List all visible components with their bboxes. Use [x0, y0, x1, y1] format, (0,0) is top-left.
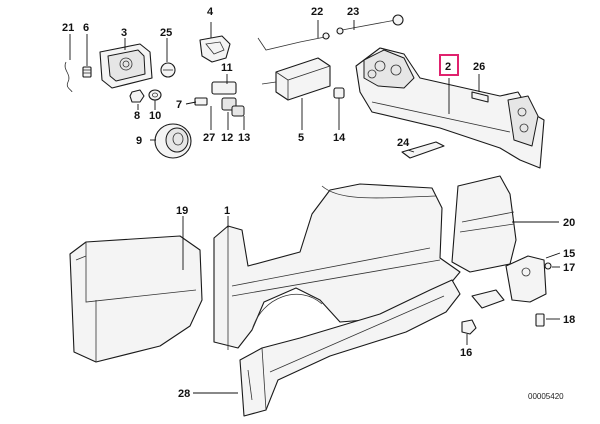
part-8-nut — [129, 89, 145, 103]
part-22-rod — [257, 32, 331, 51]
label-4: 4 — [207, 6, 214, 18]
label-2: 2 — [445, 61, 451, 73]
label-13: 13 — [238, 132, 250, 144]
part-bracket-tab — [471, 289, 505, 309]
part-14-bolt — [333, 87, 345, 99]
part-6-screw — [82, 66, 92, 78]
part-24-trim — [401, 141, 445, 159]
label-7: 7 — [176, 99, 182, 111]
label-25: 25 — [160, 27, 172, 39]
part-9-grommet — [154, 123, 192, 159]
label-5: 5 — [298, 132, 304, 144]
part-2-rear-panel — [355, 47, 545, 169]
label-26: 26 — [473, 61, 485, 73]
highlight-box — [439, 54, 459, 76]
part-4-bracket — [199, 35, 231, 63]
label-20: 20 — [563, 217, 575, 229]
part-18-bolt — [535, 313, 545, 327]
label-28: 28 — [178, 388, 190, 400]
label-16: 16 — [460, 347, 472, 359]
label-24: 24 — [397, 137, 410, 149]
label-27: 27 — [203, 132, 215, 144]
part-5-actuator — [261, 57, 331, 101]
part-1-quarter-panel — [213, 183, 461, 350]
part-21-clip — [64, 61, 73, 93]
part-26-plate — [471, 91, 489, 103]
label-3: 3 — [121, 27, 127, 39]
part-16-nut — [461, 319, 477, 335]
label-12: 12 — [221, 132, 233, 144]
label-10: 10 — [149, 110, 161, 122]
part-10-washer — [148, 89, 162, 101]
part-19-panel — [69, 235, 203, 363]
label-8: 8 — [134, 110, 140, 122]
part-7-screw — [194, 97, 208, 106]
label-6: 6 — [83, 22, 89, 34]
part-15-bracket — [505, 255, 552, 303]
label-1: 1 — [224, 205, 230, 217]
label-15: 15 — [563, 248, 575, 260]
reference-number: 00005420 — [528, 392, 564, 401]
label-23: 23 — [347, 6, 359, 18]
label-17: 17 — [563, 262, 575, 274]
part-3-housing — [99, 43, 153, 89]
label-14: 14 — [333, 132, 346, 144]
part-23-cable — [336, 14, 404, 35]
leader-lines — [69, 20, 561, 394]
part-28-sill-trim — [239, 279, 461, 417]
label-11: 11 — [221, 62, 233, 74]
part-25-cap — [160, 62, 176, 78]
label-18: 18 — [563, 314, 575, 326]
label-21: 21 — [62, 22, 74, 34]
part-11-connector — [211, 81, 245, 117]
part-20-rear-section — [451, 175, 517, 273]
label-19: 19 — [176, 205, 188, 217]
label-22: 22 — [311, 6, 323, 18]
label-9: 9 — [136, 135, 142, 147]
